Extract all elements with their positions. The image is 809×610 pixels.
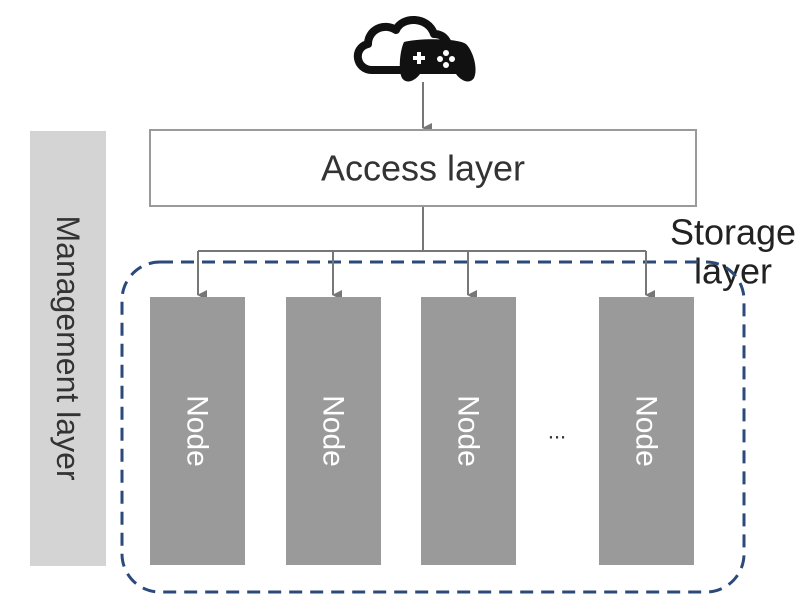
node-label-3: Node	[452, 395, 485, 467]
node-label-4: Node	[630, 395, 663, 467]
management-layer-label: Management layer	[50, 215, 86, 480]
cloud-gaming-controller-icon	[354, 16, 476, 82]
storage-layer-label-line2: layer	[694, 251, 772, 292]
node-box-4: Node	[599, 297, 694, 565]
ellipsis-label: ...	[548, 419, 566, 444]
node-box-2: Node	[286, 297, 381, 565]
storage-layer-label-line1: Storage	[670, 212, 796, 253]
access-layer-label: Access layer	[321, 148, 525, 189]
management-layer-bar	[30, 131, 106, 566]
node-box-1: Node	[150, 297, 245, 565]
storage-layer-boundary	[120, 260, 746, 594]
node-box-3: Node	[421, 297, 516, 565]
node-label-2: Node	[317, 395, 350, 467]
access-layer-box	[149, 129, 697, 207]
node-label-1: Node	[181, 395, 214, 467]
